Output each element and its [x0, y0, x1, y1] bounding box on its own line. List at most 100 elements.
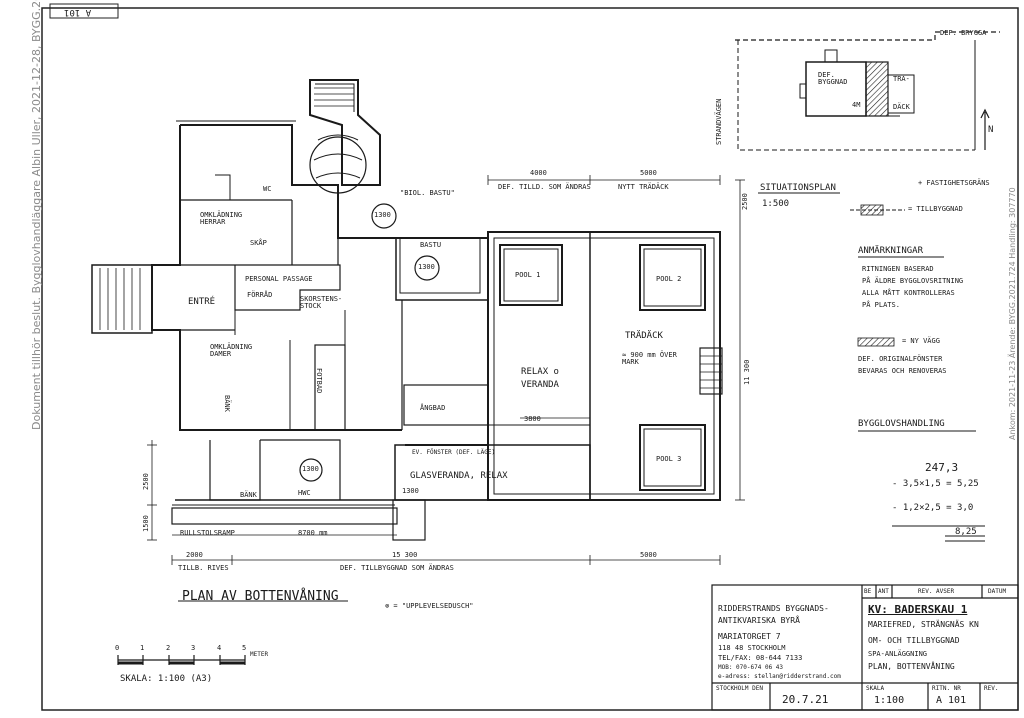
notes-line-2: PÅ ÄLDRE BYGGLOVSRITNING [862, 277, 964, 285]
site-north: N [988, 125, 994, 135]
dim-def-tilld: DEF. TILLD. SOM ÄNDRAS [498, 183, 591, 191]
notes-bygglovshandling: BYGGLOVSHANDLING [858, 419, 945, 429]
room-biol-bastu: "BIOL. BASTU" [400, 189, 455, 197]
site-trd: TRÄ- [893, 75, 910, 83]
notes-line-3: ALLA MÅTT KONTROLLERAS [862, 289, 955, 297]
site-strandvagen: STRANDVÄGEN [715, 98, 723, 145]
site-title: SITUATIONSPLAN [760, 183, 836, 193]
tb-date-label: STOCKHOLM DEN [716, 685, 763, 692]
ny-vagg-swatch [857, 337, 895, 347]
room-pool3: POOL 3 [656, 455, 682, 463]
site-plan [735, 31, 1000, 216]
dim-3800: 3800 [524, 415, 541, 423]
room-bank2: BÄNK [240, 491, 257, 499]
room-bastu: BASTU [420, 241, 442, 249]
floor-plan [91, 79, 745, 565]
scale-label: SKALA: 1:100 (A3) [120, 674, 213, 684]
room-relax-veranda: RELAX o VERANDA [521, 367, 559, 390]
dim-4000: 4000 [530, 169, 547, 177]
scale-tick-4: 4 [217, 644, 222, 652]
dim-5000-bot: 5000 [640, 551, 657, 559]
tb-firm-2: ANTIKVARISKA BYRÅ [718, 616, 800, 625]
corner-id-box [49, 3, 119, 19]
room-forrad: FÖRRÅD [247, 291, 273, 299]
dim-2500b: 2500 [142, 473, 150, 490]
circle-label-3: 1300 [302, 465, 319, 473]
scale-tick-5: 5 [242, 644, 247, 652]
site-fastighetsgrans: + FASTIGHETSGRÄNS [918, 179, 990, 187]
room-tradack-height: ≈ 900 mm ÖVER MARK [622, 351, 677, 366]
dim-2000: 2000 [186, 551, 203, 559]
tb-date: 20.7.21 [782, 693, 829, 706]
scale-tick-2: 2 [166, 644, 171, 652]
tb-tel: TEL/FAX: 08-644 7133 [718, 654, 803, 662]
scale-bar [117, 655, 246, 665]
notes-line-1: RITNINGEN BASERAD [862, 265, 934, 273]
site-dack: DÄCK [893, 103, 910, 111]
title-block [711, 584, 1019, 711]
site-def-byggnad: DEF. BYGGNAD [818, 71, 848, 86]
room-skap: SKÅP [250, 239, 267, 247]
tb-firm-1: RIDDERSTRANDS BYGGNADS- [718, 604, 829, 613]
circle-label-1: 1300 [374, 211, 391, 219]
side-note-right: Ankom: 2021-11-23 Ärende: BYGG.2021.724 … [1008, 187, 1017, 440]
tb-ritn-label: RITN. NR [932, 685, 961, 692]
tb-desc-3: PLAN, BOTTENVÅNING [868, 662, 955, 671]
tb-project: KV: BADERSKAU 1 [868, 603, 968, 616]
tb-desc-1: OM- OCH TILLBYGGNAD [868, 636, 960, 645]
room-wc: WC [263, 185, 272, 193]
side-note-left: Dokument tillhör beslut. Bygglovhandlägg… [30, 0, 43, 430]
dim-15300: 15 300 [392, 551, 418, 559]
scale-tick-3: 3 [191, 644, 196, 652]
notes-def-orig-1: DEF. ORIGINALFÖNSTER [858, 355, 943, 363]
room-tradack: TRÄDÄCK [625, 331, 663, 341]
site-scale: 1:500 [762, 199, 790, 209]
tb-ritn: A 101 [936, 695, 967, 706]
dim-nytt-tradack: NYTT TRÄDÄCK [618, 183, 669, 191]
corner-id: A 101 [64, 7, 92, 17]
tb-place: MARIEFRED, STRÄNGNÄS KN [868, 620, 979, 629]
dim-11300: 11 300 [743, 359, 751, 385]
calc-line-1: 247,3 [925, 461, 959, 474]
circle-label-2: 1300 [418, 263, 435, 271]
note-def-tillbyggnad: DEF. TILLBYGGNAD SOM ÄNDRAS [340, 564, 454, 572]
room-rullstolsramp: RULLSTOLSRAMP [180, 529, 235, 537]
legend-upplevelsedusch: ⊗ = "UPPLEVELSEDUSCH" [385, 602, 474, 610]
scale-tick-0: 0 [115, 644, 120, 652]
room-omkladning-damer: OMKLÄDNING DAMER [210, 343, 253, 358]
room-glasveranda: GLASVERANDA, RELAX [410, 471, 508, 481]
tb-address-1: MARIATORGET 7 [718, 632, 781, 641]
site-def-brygga: DEF. BRYGGA [940, 29, 987, 37]
tb-rev-ant: ANT [878, 588, 889, 595]
calc-line-3: - 1,2×2,5 = 3,0 [892, 503, 974, 513]
tb-address-2: 118 48 STOCKHOLM [718, 644, 786, 652]
dim-1500: 1500 [142, 515, 150, 532]
dim-8700: 8700 mm [298, 529, 328, 537]
notes-line-4: PÅ PLATS. [862, 301, 900, 309]
tb-rev-datum: DATUM [988, 588, 1007, 595]
tb-rev-label: REV. [984, 685, 999, 692]
notes-def-orig-2: BEVARAS OCH RENOVERAS [858, 367, 947, 375]
notes-title: ANMÄRKNINGAR [858, 246, 924, 256]
room-angbad: ÅNGBAD [420, 404, 446, 412]
calc-line-4: 8,25 [955, 527, 977, 537]
tb-email: e-adress: stellan@ridderstrand.com [718, 673, 841, 680]
room-hwc: HWC [298, 489, 311, 497]
tb-rev-avser: REV. AVSER [918, 588, 955, 595]
tb-scale-label: SKALA [866, 685, 885, 692]
scale-tick-1: 1 [140, 644, 145, 652]
room-bank: BÄNK [223, 395, 231, 412]
tb-scale: 1:100 [874, 695, 905, 706]
dim-1300: 1300 [402, 487, 419, 495]
room-pool2: POOL 2 [656, 275, 682, 283]
scale-unit: METER [250, 651, 269, 658]
room-pool1: POOL 1 [515, 271, 541, 279]
room-skorstensstock: SKORSTENS-STOCK [300, 295, 343, 310]
notes-ny-vagg: = NY VÄGG [902, 337, 940, 345]
note-tillb-rives: TILLB. RIVES [178, 564, 229, 572]
room-omkladning-herrar: OMKLÄDNING HERRAR [200, 211, 243, 226]
plan-title: PLAN AV BOTTENVÅNING [182, 589, 339, 604]
room-personal-passage: PERSONAL PASSAGE [245, 275, 313, 283]
sheet-border [41, 7, 1019, 711]
